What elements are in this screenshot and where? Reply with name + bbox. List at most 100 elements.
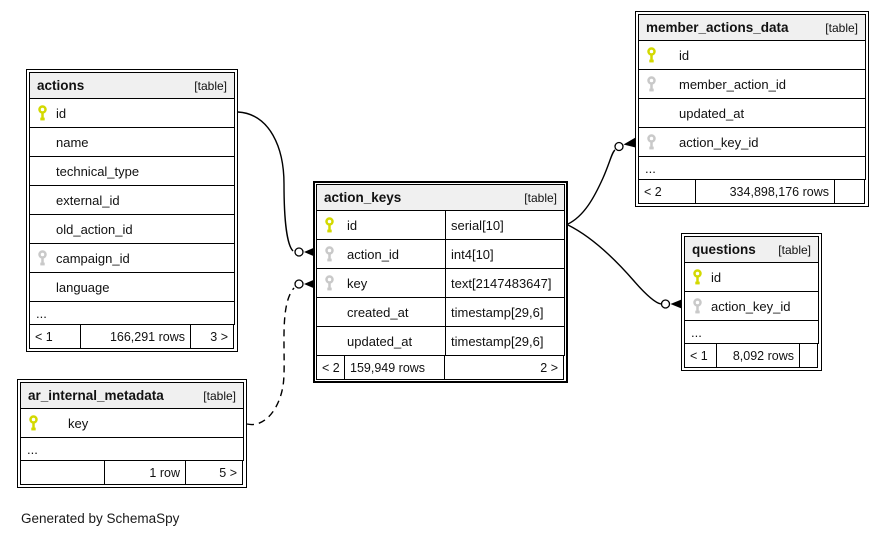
column-row-name[interactable]: name — [29, 127, 235, 157]
table-tag: [table] — [524, 190, 557, 205]
key-cell — [639, 75, 679, 93]
footer-row-count: 159,949 rows — [344, 355, 445, 380]
column-row-created-at[interactable]: created_at timestamp[29,6] — [316, 297, 565, 327]
table-footer: < 2 159,949 rows 2 > — [316, 355, 565, 380]
table-ar-internal-metadata-header[interactable]: ar_internal_metadata [table] — [20, 382, 244, 409]
table-footer: 1 row 5 > — [20, 460, 244, 485]
column-row-id[interactable]: id — [638, 40, 866, 70]
column-row-id[interactable]: id — [684, 262, 819, 292]
column-type: serial[10] — [445, 211, 564, 239]
footer-degree-right: 3 > — [190, 324, 234, 349]
column-name: updated_at — [679, 105, 745, 121]
column-name: id — [347, 217, 358, 233]
table-action-keys[interactable]: action_keys [table] id serial[10] action… — [313, 181, 568, 383]
ellipsis-row: ... — [638, 156, 866, 180]
key-cell — [30, 104, 56, 122]
ellipsis-text: ... — [645, 160, 656, 176]
column-row-action-key-id[interactable]: action_key_id — [638, 127, 866, 157]
ellipsis-row: ... — [20, 437, 244, 461]
foreign-key-icon — [325, 274, 334, 290]
footer-degree-left: < 1 — [684, 343, 717, 368]
table-questions-header[interactable]: questions [table] — [684, 236, 819, 263]
key-cell — [21, 414, 68, 432]
footer-row-count: 334,898,176 rows — [695, 179, 835, 204]
footer-row-count: 1 row — [104, 460, 186, 485]
table-member-actions-data[interactable]: member_actions_data [table] id member_ac… — [635, 11, 869, 207]
column-name: action_key_id — [679, 134, 759, 150]
foreign-key-icon — [325, 245, 334, 261]
footer-degree-left — [20, 460, 105, 485]
key-cell — [685, 297, 711, 315]
key-cell — [639, 46, 679, 64]
column-name: id — [679, 47, 690, 63]
column-row-id[interactable]: id serial[10] — [316, 210, 565, 240]
table-ar-internal-metadata[interactable]: ar_internal_metadata [table] key ... 1 r… — [17, 379, 247, 488]
column-row-member-action-id[interactable]: member_action_id — [638, 69, 866, 99]
footer-degree-right — [834, 179, 865, 204]
column-row-action-key-id[interactable]: action_key_id — [684, 291, 819, 321]
column-name: old_action_id — [56, 221, 133, 237]
edge-action-keys-id-to-questions-action-key-id — [567, 224, 682, 309]
footer-degree-right: 2 > — [444, 355, 564, 380]
table-actions[interactable]: actions [table] id name technical_type e… — [26, 69, 238, 352]
table-footer: < 1 8,092 rows — [684, 343, 819, 368]
column-row-campaign-id[interactable]: campaign_id — [29, 243, 235, 273]
column-name: technical_type — [56, 163, 140, 179]
column-row-id[interactable]: id — [29, 98, 235, 128]
column-name: updated_at — [347, 333, 413, 349]
key-cell — [685, 268, 711, 286]
table-footer: < 1 166,291 rows 3 > — [29, 324, 235, 349]
column-row-key[interactable]: key text[2147483647] — [316, 268, 565, 298]
column-row-updated-at[interactable]: updated_at — [638, 98, 866, 128]
column-row-updated-at[interactable]: updated_at timestamp[29,6] — [316, 326, 565, 356]
column-row-key[interactable]: key — [20, 408, 244, 438]
column-row-technical-type[interactable]: technical_type — [29, 156, 235, 186]
table-title: questions — [692, 242, 756, 257]
column-row-external-id[interactable]: external_id — [29, 185, 235, 215]
table-title: action_keys — [324, 190, 402, 205]
footer-degree-right — [799, 343, 818, 368]
footer-degree-left: < 2 — [316, 355, 345, 380]
column-name: id — [56, 105, 67, 121]
foreign-key-icon — [693, 297, 702, 313]
foreign-key-icon — [38, 249, 47, 265]
table-title: actions — [37, 78, 85, 93]
primary-key-icon — [325, 216, 334, 232]
column-name: action_id — [347, 246, 400, 262]
footer-degree-left: < 1 — [29, 324, 81, 349]
key-cell — [30, 249, 56, 267]
column-row-action-id[interactable]: action_id int4[10] — [316, 239, 565, 269]
table-actions-header[interactable]: actions [table] — [29, 72, 235, 99]
column-type: timestamp[29,6] — [445, 298, 564, 326]
column-name: id — [711, 269, 722, 285]
column-name: key — [347, 275, 368, 291]
table-member-actions-data-header[interactable]: member_actions_data [table] — [638, 14, 866, 41]
table-tag: [table] — [203, 388, 236, 403]
table-tag: [table] — [825, 20, 858, 35]
edge-ar-internal-metadata-key-to-action-keys-key — [246, 279, 315, 426]
ellipsis-text: ... — [36, 305, 47, 321]
column-row-old-action-id[interactable]: old_action_id — [29, 214, 235, 244]
table-action-keys-header[interactable]: action_keys [table] — [316, 184, 565, 211]
column-row-language[interactable]: language — [29, 272, 235, 302]
key-cell — [317, 274, 347, 292]
key-cell — [317, 245, 347, 263]
primary-key-icon — [693, 268, 702, 284]
footer-row-count: 166,291 rows — [80, 324, 191, 349]
column-name: action_key_id — [711, 298, 791, 314]
table-tag: [table] — [194, 78, 227, 93]
table-tag: [table] — [778, 242, 811, 257]
table-questions[interactable]: questions [table] id action_key_id ... <… — [681, 233, 822, 371]
ellipsis-text: ... — [27, 441, 38, 457]
column-type: timestamp[29,6] — [445, 327, 564, 355]
footer-row-count: 8,092 rows — [716, 343, 800, 368]
ellipsis-text: ... — [691, 324, 702, 340]
table-title: member_actions_data — [646, 20, 789, 35]
primary-key-icon — [38, 104, 47, 120]
column-name: key — [68, 415, 89, 431]
footer-degree-right: 5 > — [185, 460, 243, 485]
column-type: text[2147483647] — [445, 269, 564, 297]
column-type: int4[10] — [445, 240, 564, 268]
primary-key-icon — [29, 414, 38, 430]
generated-by-credit: Generated by SchemaSpy — [21, 511, 180, 526]
